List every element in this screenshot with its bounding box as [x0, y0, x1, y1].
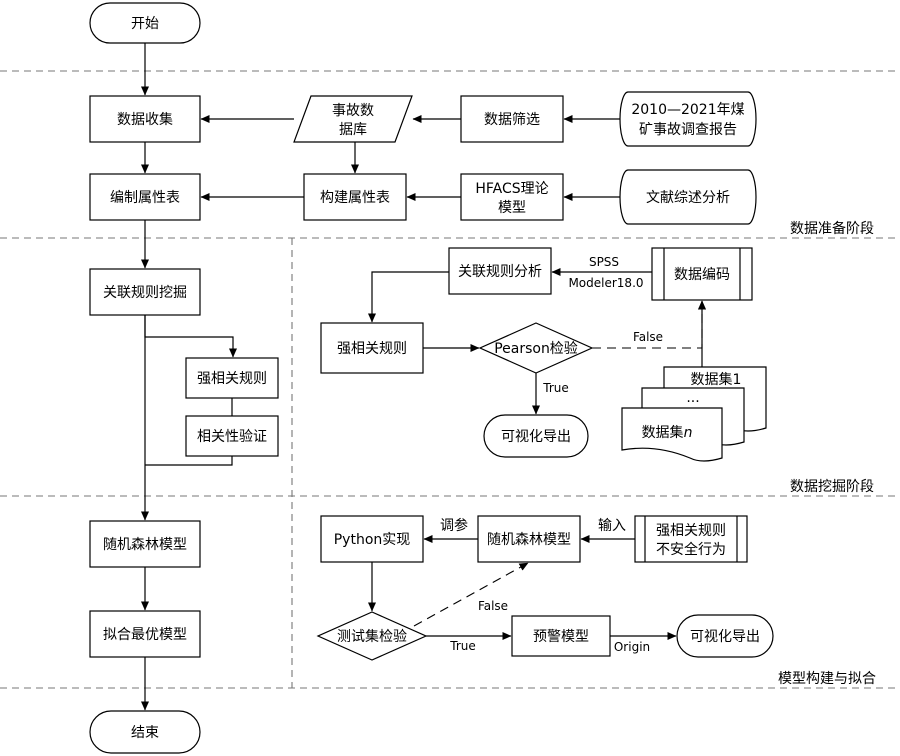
test-false-label: False: [478, 599, 508, 613]
collect-box: [89, 95, 201, 143]
dataset-n-label: 数据集n: [642, 424, 693, 441]
corr-verify-box: [185, 415, 279, 457]
left-rf-model-box: [89, 520, 201, 568]
test-check-diamond: [316, 611, 428, 661]
dataset-dots-label: ···: [686, 394, 699, 410]
build-attr-label: 构建属性表: [320, 190, 390, 206]
dataset-n-suffix: n: [684, 425, 693, 441]
input-label: 输入: [598, 518, 626, 534]
test-true-label: True: [449, 639, 476, 653]
attr-table-label: 编制属性表: [110, 190, 180, 206]
mining-export-label: 可视化导出: [501, 429, 571, 445]
left-rf-model-label: 随机森林模型: [103, 537, 187, 553]
phase-label-prep: 数据准备阶段: [790, 220, 874, 237]
filter-box: [460, 95, 564, 143]
attr-table-box: [89, 173, 201, 221]
origin-label: Origin: [614, 640, 650, 654]
strong-rules-box: [320, 322, 424, 374]
filter-label: 数据筛选: [484, 112, 540, 128]
arrow-test-false: [413, 562, 529, 627]
database-label-2: 据库: [339, 122, 367, 138]
warning-model-label: 预警模型: [533, 629, 589, 645]
warning-model-box: [511, 615, 611, 657]
assoc-analysis-box: [448, 247, 552, 295]
corr-verify-label: 相关性验证: [197, 429, 267, 445]
phase-label-model: 模型构建与拟合: [778, 671, 876, 687]
rules-input-label-1: 强相关规则: [656, 523, 726, 539]
pearson-label: Pearson检验: [494, 341, 578, 357]
end-label: 结束: [131, 725, 159, 741]
database-label-1: 事故数: [332, 103, 374, 119]
hfacs-label-2: 模型: [498, 200, 526, 216]
hfacs-label-1: HFACS理论: [475, 181, 548, 197]
encode-box: [651, 247, 753, 301]
rules-input-box: [634, 515, 748, 563]
spss-label-1: SPSS: [589, 255, 619, 269]
model-rf-label: 随机森林模型: [487, 532, 571, 548]
pearson-true-label: True: [542, 381, 569, 395]
model-export-terminal: [676, 614, 774, 658]
tune-label: 调参: [440, 517, 468, 534]
connector-verify-back: [145, 456, 233, 466]
python-label: Python实现: [334, 532, 411, 548]
start-label: 开始: [131, 16, 159, 32]
strong-rules-label: 强相关规则: [337, 341, 407, 357]
best-fit-box: [89, 610, 201, 658]
spss-label-2: Modeler18.0: [568, 276, 643, 290]
lit-review-storage: [619, 169, 757, 225]
reports-label-1: 2010—2021年煤: [631, 102, 744, 118]
end-terminal: [89, 710, 201, 754]
left-strong-rules-box: [185, 357, 279, 399]
dataset-n-document: [621, 407, 723, 462]
model-rf-box: [477, 515, 581, 563]
mining-label: 关联规则挖掘: [103, 285, 187, 301]
pearson-false-label: False: [633, 330, 663, 344]
database-parallelogram: [293, 95, 413, 143]
phase-label-mining: 数据挖掘阶段: [790, 479, 874, 495]
rules-input-label-2: 不安全行为: [656, 541, 726, 558]
arrow-mining-strong: [144, 315, 237, 358]
mining-box: [89, 268, 201, 316]
best-fit-label: 拟合最优模型: [103, 627, 187, 643]
test-check-label: 测试集检验: [337, 628, 407, 645]
reports-label-2: 矿事故调查报告: [639, 122, 737, 138]
collect-label: 数据收集: [117, 111, 173, 128]
arrow-assoc-strong: [368, 271, 449, 323]
python-box: [320, 515, 424, 563]
lit-review-label: 文献综述分析: [646, 190, 730, 206]
model-export-label: 可视化导出: [690, 629, 760, 645]
left-strong-rules-label: 强相关规则: [197, 371, 267, 387]
dataset-1-label: 数据集1: [691, 371, 742, 388]
mining-export-terminal: [483, 414, 589, 458]
assoc-analysis-label: 关联规则分析: [458, 264, 542, 280]
reports-storage: [619, 91, 757, 147]
dataset-n-prefix: 数据集: [642, 424, 684, 441]
encode-label: 数据编码: [674, 267, 730, 283]
